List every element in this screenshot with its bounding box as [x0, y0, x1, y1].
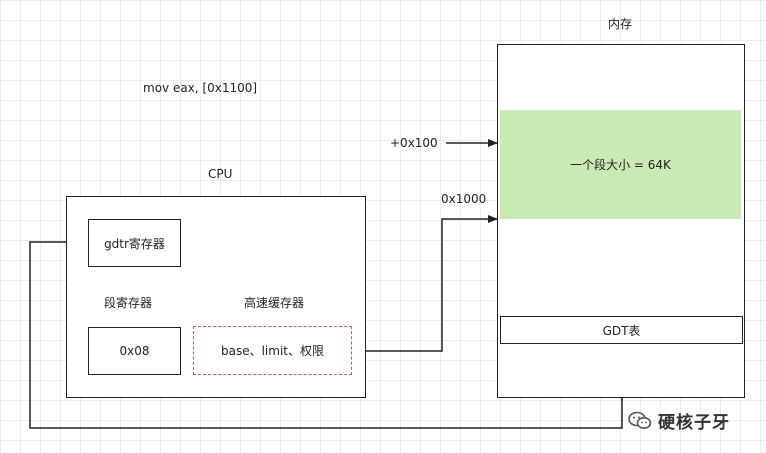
base-address-label: 0x1000	[441, 192, 487, 206]
segment-register-label: 段寄存器	[104, 296, 153, 310]
gdtr-register: gdtr寄存器	[88, 219, 181, 267]
cpu-label: CPU	[208, 167, 233, 181]
segment-register-value-box: 0x08	[88, 327, 181, 375]
offset-label: +0x100	[390, 136, 438, 150]
gdtr-arrow	[29, 241, 626, 429]
segment-region: 一个段大小 = 64K	[500, 110, 741, 219]
watermark: 硬核子牙	[628, 408, 730, 433]
cache-box: base、limit、权限	[193, 326, 352, 375]
watermark-text: 硬核子牙	[658, 413, 730, 433]
memory-box	[497, 44, 745, 398]
cache-content: base、limit、权限	[220, 344, 324, 358]
base-arrow	[352, 215, 498, 352]
memory-label: 内存	[608, 17, 633, 31]
segment-register-value: 0x08	[119, 344, 150, 358]
gdtr-label: gdtr寄存器	[104, 236, 165, 251]
cache-label: 高速缓存器	[244, 296, 305, 310]
wechat-icon	[628, 411, 652, 429]
instruction-text: mov eax, [0x1100]	[143, 81, 258, 95]
gdt-table: GDT表	[500, 316, 743, 344]
gdt-label: GDT表	[602, 323, 641, 338]
segment-label: 一个段大小 = 64K	[570, 158, 671, 172]
